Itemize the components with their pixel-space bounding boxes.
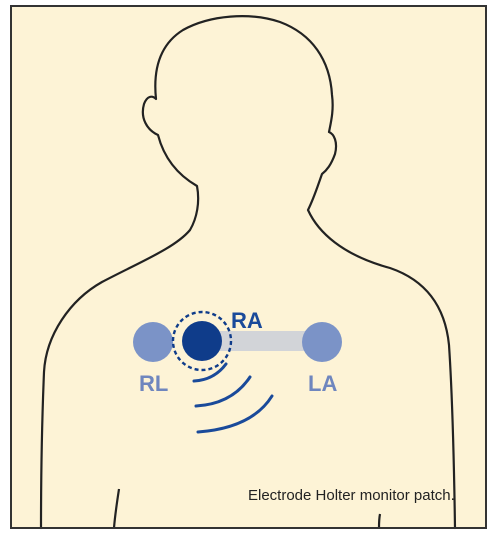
rl-electrode xyxy=(133,322,173,362)
figure-caption: Electrode Holter monitor patch. xyxy=(248,487,455,504)
la-electrode xyxy=(302,322,342,362)
signal-wave-1 xyxy=(192,362,228,383)
signal-wave-3 xyxy=(196,394,274,434)
torso-silhouette xyxy=(39,15,457,530)
figure-frame xyxy=(10,5,487,529)
rl-label: RL xyxy=(139,371,168,396)
la-label: LA xyxy=(308,371,337,396)
holter-patch-bar xyxy=(210,331,322,351)
ra-electrode xyxy=(182,321,222,361)
ra-electrode-ring xyxy=(171,310,233,372)
signal-wave-2 xyxy=(194,375,252,408)
ra-label: RA xyxy=(231,308,263,333)
left-arm-outline xyxy=(112,488,121,529)
right-arm-outline xyxy=(377,513,382,529)
figure-background xyxy=(10,5,487,529)
